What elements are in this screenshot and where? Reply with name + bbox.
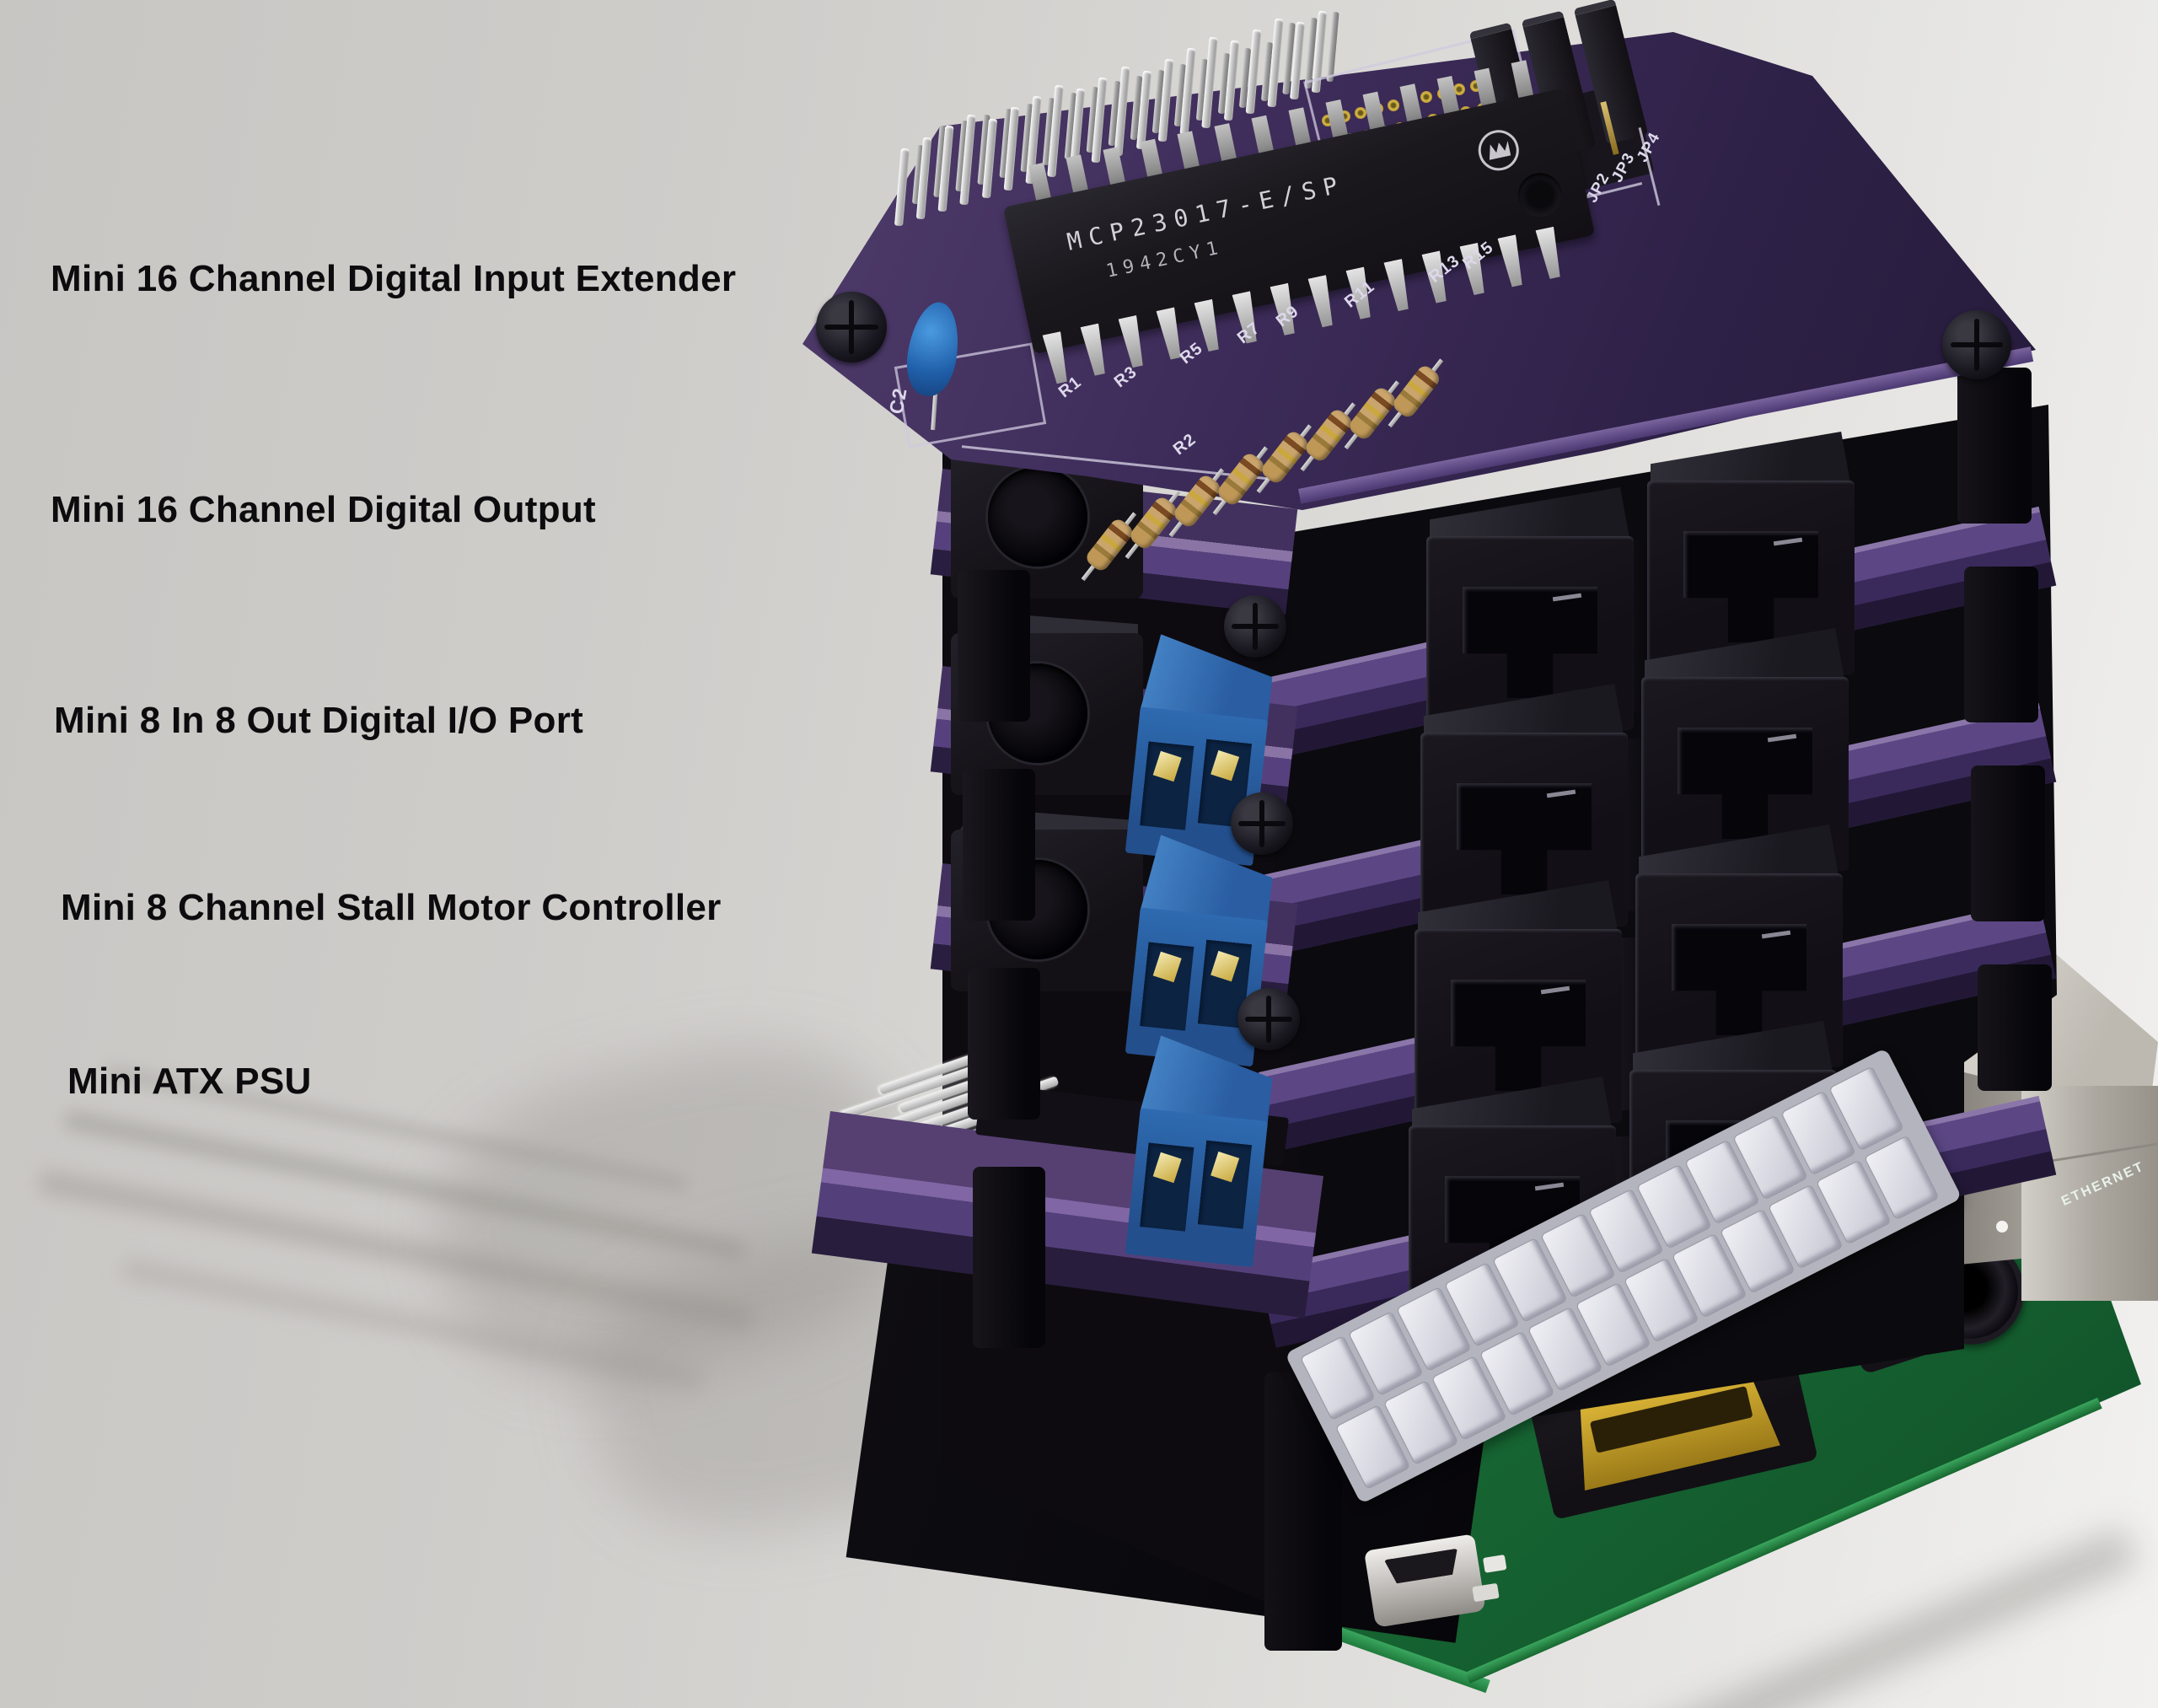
phillips-slot	[1244, 1017, 1293, 1022]
phillips-slot	[1231, 624, 1280, 629]
standoff-post	[963, 769, 1035, 921]
solder-glint	[1996, 1221, 2008, 1233]
rj45-top-face	[1418, 880, 1618, 936]
solder-pad	[1388, 99, 1399, 111]
microchip-logo-icon	[1474, 126, 1523, 175]
standoff-post	[1971, 765, 2045, 921]
rj45-jack	[1420, 684, 1628, 927]
phillips-slot	[1950, 341, 2004, 348]
standoff-post	[1964, 567, 2038, 722]
standoff-post	[968, 968, 1040, 1120]
rj45-top-face	[1412, 1077, 1613, 1132]
rj45-top-face	[1651, 432, 1851, 487]
rj45-jack	[1641, 628, 1849, 871]
capacitor-label: C2	[884, 385, 911, 416]
rj45-top-face	[1430, 487, 1630, 543]
phillips-slot	[824, 324, 878, 330]
label-digital-output: Mini 16 Channel Digital Output	[51, 489, 596, 530]
screw	[816, 292, 887, 363]
phillips-slot	[1237, 821, 1286, 826]
logo-glyph	[1486, 141, 1511, 160]
rj45-top-face	[1645, 628, 1845, 684]
solder-pad	[1453, 83, 1465, 96]
standoff-post	[1957, 368, 2032, 524]
screw	[1237, 988, 1300, 1050]
rj45-top-face	[1424, 684, 1624, 739]
label-input-extender: Mini 16 Channel Digital Input Extender	[51, 258, 737, 299]
standoff-post	[973, 1167, 1045, 1348]
screw	[1942, 310, 2011, 379]
standoff-post	[1978, 964, 2052, 1091]
label-atx-psu: Mini ATX PSU	[67, 1061, 312, 1102]
rj45-top-face	[1639, 824, 1839, 880]
usb-body	[1364, 1533, 1486, 1628]
chip-mold-dimple	[1514, 169, 1566, 222]
solder-pad	[1420, 91, 1432, 104]
screw	[1231, 792, 1293, 855]
standoff-post	[958, 570, 1030, 722]
rj45-top-face	[1633, 1021, 1833, 1077]
panel-jack-hole	[988, 467, 1087, 567]
label-digital-io-port: Mini 8 In 8 Out Digital I/O Port	[54, 700, 584, 741]
terminal-block	[1125, 1034, 1276, 1268]
label-stall-motor-controller: Mini 8 Channel Stall Motor Controller	[61, 887, 722, 928]
screw	[1224, 595, 1286, 658]
solder-pad	[1355, 106, 1366, 119]
